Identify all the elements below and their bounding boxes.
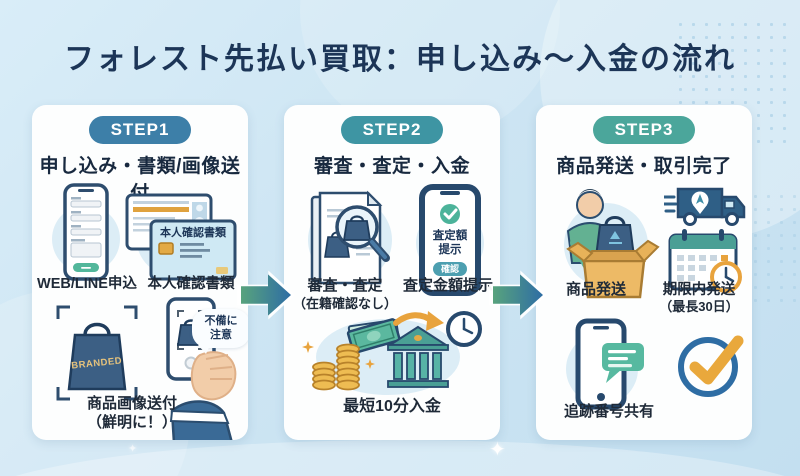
svg-text:査定額: 査定額 xyxy=(432,228,468,242)
step2-badge: STEP2 xyxy=(340,116,444,144)
page-title: フォレスト先払い買取：申し込み〜入金の流れ xyxy=(64,43,736,76)
review-magnifier-icon xyxy=(308,190,392,285)
deadline-caption-line1: 期限内発送 xyxy=(662,282,736,298)
image-send-caption-line1: 商品画像送付 xyxy=(86,395,177,412)
svg-text:提示: 提示 xyxy=(439,242,462,256)
deadline-caption: 期限内発送 （最長30日） xyxy=(646,281,752,315)
step3-badge: STEP3 xyxy=(592,116,696,144)
flow-arrow-step2-to-step3 xyxy=(489,269,547,321)
svg-text:確認: 確認 xyxy=(441,263,459,274)
step3-card: STEP3 商品発送・取引完了 xyxy=(536,105,752,440)
review-caption-line2: （在籍確認なし） xyxy=(292,295,397,311)
step1-card: STEP1 申し込み・書類/画像送付 xyxy=(32,105,248,440)
step3-heading: 商品発送・取引完了 xyxy=(556,156,732,177)
appraisal-phone-icon: 査定額 提示 確認 xyxy=(416,184,484,296)
tracking-caption: 追跡番号共有 xyxy=(563,403,654,420)
deadline-caption-line2: （最長30日） xyxy=(659,299,739,315)
complete-check-icon xyxy=(678,335,744,397)
svg-text:本人確認書類: 本人確認書類 xyxy=(160,225,227,239)
sparkle-decoration: ✦ xyxy=(128,443,138,455)
review-caption: 審査・査定 （在籍確認なし） xyxy=(284,277,406,312)
item-shipping-caption: 商品発送 xyxy=(565,281,626,298)
branded-bag-icon: BRANDED xyxy=(56,305,138,401)
id-documents-icon: 本人確認書類 xyxy=(125,193,237,281)
shipping-deadline-icon xyxy=(664,187,746,293)
money-bank-icon xyxy=(302,311,482,395)
step2-card: STEP2 審査・査定・入金 査 xyxy=(284,105,500,440)
step1-badge: STEP1 xyxy=(88,116,192,144)
web-line-caption: WEB/LINE申込 xyxy=(37,276,137,292)
phone-form-icon xyxy=(52,183,120,281)
caution-bubble-line1: 不備に xyxy=(204,315,238,327)
image-send-caption-line2: （鮮明に！） xyxy=(86,413,177,431)
tracking-phone-icon xyxy=(566,318,644,410)
caution-bubble: 不備に 注意 xyxy=(192,309,248,354)
packing-person-icon xyxy=(564,189,660,299)
appraisal-caption: 査定金額提示 xyxy=(402,277,493,294)
sparkle-decoration: ✦ xyxy=(489,439,506,461)
id-documents-caption: 本人確認書類 xyxy=(147,276,235,292)
arrow-body xyxy=(493,274,543,316)
image-send-caption: 商品画像送付 （鮮明に！） xyxy=(32,395,232,433)
svg-text:BRANDED: BRANDED xyxy=(71,355,123,371)
step2-heading: 審査・査定・入金 xyxy=(313,156,470,177)
flow-arrow-step1-to-step2 xyxy=(237,269,295,321)
review-caption-line1: 審査・査定 xyxy=(307,277,383,294)
arrow-body xyxy=(241,274,291,316)
fast-payment-caption: 最短10分入金 xyxy=(343,398,441,415)
caution-bubble-line2: 注意 xyxy=(210,329,232,342)
